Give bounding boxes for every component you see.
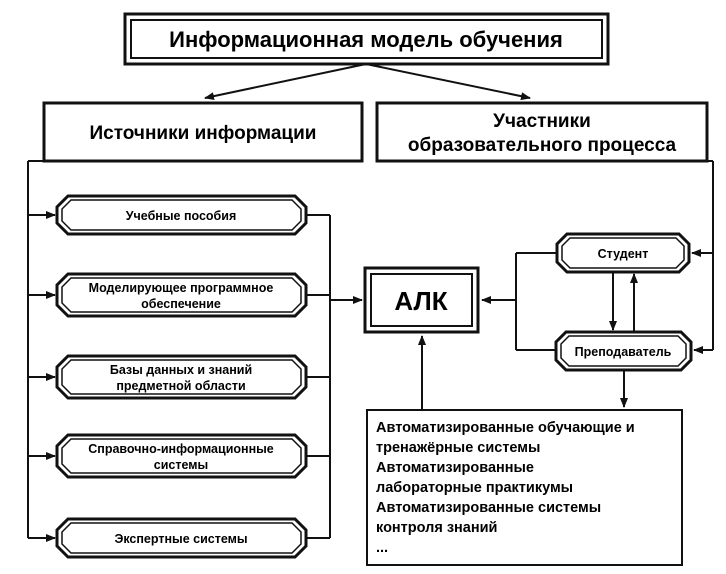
source-label: Экспертные системы [114,532,247,546]
alk-label: АЛК [394,286,447,316]
source-box-reference-systems: Справочно-информационные системы [55,433,308,479]
source-label: предметной области [116,379,245,393]
participants-bus [691,160,714,354]
arrow-title-to-participants [365,63,531,101]
source-box-modeling-software: Моделирующее программное обеспечение [55,272,308,318]
systems-list-item: Автоматизированные обучающие и [376,420,635,436]
systems-list-item: лабораторные практикумы [376,480,573,496]
source-label: обеспечение [141,297,221,311]
systems-list-item: ... [376,540,388,556]
systems-list-item: Автоматизированные системы [376,500,601,516]
diagram-title: Информационная модель обучения [169,27,563,52]
student-label: Студент [598,247,649,261]
source-box-textbooks: Учебные пособия [55,194,308,236]
sources-header: Источники информации [90,123,317,144]
arrow-title-to-sources [204,63,367,101]
source-label: системы [154,458,208,472]
title-box: Информационная модель обучения [123,12,610,66]
participants-header-line2: образовательного процесса [408,135,677,156]
teacher-box: Преподаватель [554,330,693,372]
systems-list-box: Автоматизированные обучающие и тренажёрн… [366,409,683,566]
source-label: Учебные пособия [126,209,237,223]
sources-header-box: Источники информации [42,101,364,163]
participants-header-box: Участники образовательного процесса [375,101,709,163]
participants-to-alk-connector [481,252,557,351]
systems-list-item: контроля знаний [376,520,497,536]
source-box-expert-systems: Экспертные системы [55,517,308,559]
systems-list-item: тренажёрные системы [376,440,540,456]
source-label: Справочно-информационные [88,442,274,456]
source-label: Базы данных и знаний [110,363,252,377]
source-box-databases: Базы данных и знаний предметной области [55,354,308,400]
alk-box: АЛК [363,266,480,334]
participants-header-line1: Участники [493,111,591,132]
sources-bus [27,160,56,542]
systems-list-item: Автоматизированные [376,460,534,476]
sources-to-alk-connector [306,214,363,539]
student-box: Студент [555,232,691,274]
source-label: Моделирующее программное [89,281,274,295]
teacher-label: Преподаватель [575,345,672,359]
